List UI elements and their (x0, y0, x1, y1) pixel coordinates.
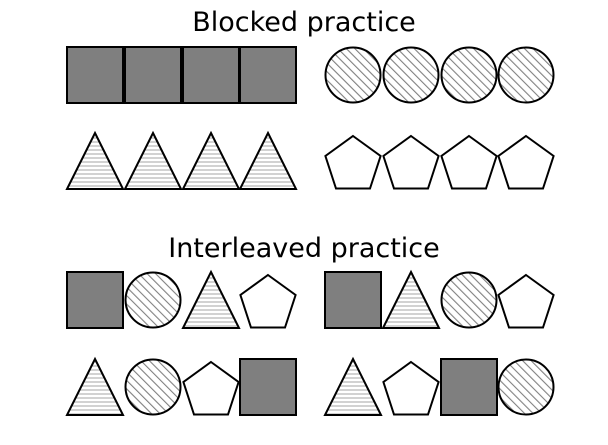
blocked-square-shape (124, 46, 182, 104)
interleaved-circle-shape (440, 271, 498, 329)
interleaved-pentagon-shape (497, 273, 555, 329)
interleaved-square-shape (324, 271, 382, 329)
interleaved-pentagon-shape (382, 360, 440, 416)
blocked-triangle-shape (238, 130, 298, 190)
blocked-square-shape (182, 46, 240, 104)
blocked-pentagon-shape (324, 134, 382, 190)
blocked-circle-shape (497, 46, 555, 104)
blocked-pentagon-shape (440, 134, 498, 190)
interleaved-square-shape (440, 358, 498, 416)
blocked-triangle-shape (181, 130, 241, 190)
blocked-square-shape (66, 46, 124, 104)
blocked-triangle-shape (123, 130, 183, 190)
blocked-square-shape (239, 46, 297, 104)
interleaved-pentagon-shape (239, 273, 297, 329)
interleaved-triangle-shape (381, 269, 441, 329)
blocked-practice-title: Blocked practice (192, 7, 416, 38)
interleaved-triangle-shape (181, 269, 241, 329)
interleaved-square-shape (66, 271, 124, 329)
interleaved-triangle-shape (65, 356, 125, 416)
blocked-triangle-shape (65, 130, 125, 190)
blocked-pentagon-shape (382, 134, 440, 190)
interleaved-square-shape (239, 358, 297, 416)
interleaved-circle-shape (124, 358, 182, 416)
interleaved-pentagon-shape (182, 360, 240, 416)
interleaved-triangle-shape (323, 356, 383, 416)
interleaved-practice-title: Interleaved practice (168, 233, 440, 264)
interleaved-circle-shape (497, 358, 555, 416)
interleaved-circle-shape (124, 271, 182, 329)
blocked-circle-shape (440, 46, 498, 104)
blocked-circle-shape (382, 46, 440, 104)
blocked-pentagon-shape (497, 134, 555, 190)
blocked-circle-shape (324, 46, 382, 104)
